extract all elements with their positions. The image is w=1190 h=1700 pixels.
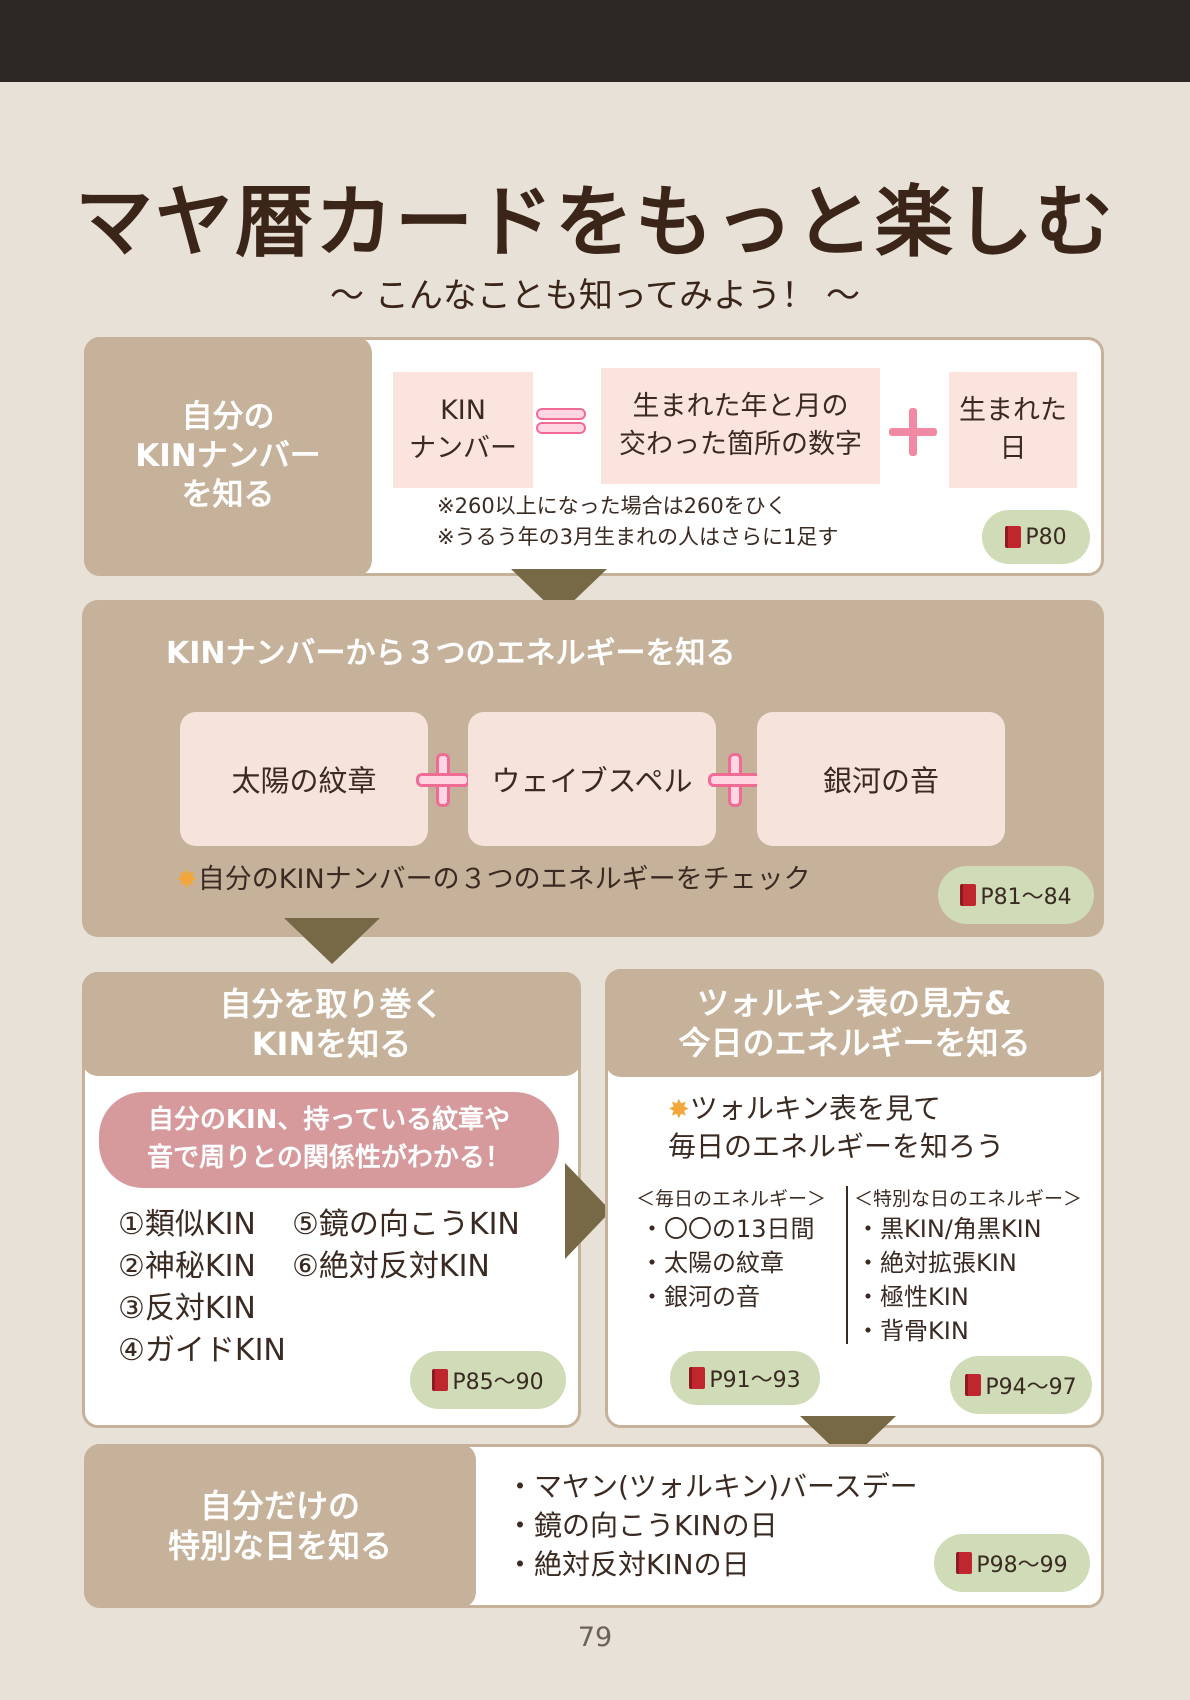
list-item: ④ガイドKIN	[118, 1333, 286, 1368]
energy-galactic-tone: 銀河の音	[757, 712, 1005, 846]
energy-check-text: 自分のKINナンバーの３つのエネルギーをチェック	[197, 864, 811, 895]
star-icon: ✸	[668, 1095, 690, 1125]
section-tzolkin-heading: ツォルキン表の見方& 今日のエネルギーを知る	[678, 984, 1031, 1062]
note-leap-year: ※うるう年の3月生まれの人はさらに1足す	[437, 525, 839, 549]
section-three-energies-heading: KINナンバーから３つのエネルギーを知る	[166, 636, 736, 671]
list-item: ・黒KIN/角黒KIN	[856, 1215, 1042, 1243]
page-ref-text: P85〜90	[452, 1370, 544, 1395]
note-over-260: ※260以上になった場合は260をひく	[437, 494, 787, 518]
relationship-banner: 自分のKIN、持っている紋章や 音で周りとの関係性がわかる！	[99, 1092, 559, 1188]
list-item: ⑥絶対反対KIN	[292, 1249, 490, 1284]
list-item: ・背骨KIN	[856, 1317, 969, 1346]
page-ref-p80: P80	[982, 510, 1090, 564]
list-item: ・〇〇の13日間	[640, 1215, 815, 1243]
page-ref-text: P80	[1025, 524, 1067, 550]
list-item: ・太陽の紋章	[640, 1249, 784, 1278]
book-icon	[960, 884, 977, 906]
list-item: ・極性KIN	[856, 1283, 969, 1312]
list-item: ⑤鏡の向こうKIN	[292, 1207, 520, 1242]
kin-list-col1: ①類似KIN ②神秘KIN ③反対KIN ④ガイドKIN	[118, 1204, 286, 1372]
list-item: ・銀河の音	[640, 1283, 760, 1312]
page-ref-text: P94〜97	[985, 1375, 1077, 1400]
plus-icon	[711, 756, 759, 804]
page-ref-p94-97: P94〜97	[950, 1356, 1092, 1414]
page-ref-p81-84: P81〜84	[938, 866, 1094, 924]
divider	[846, 1186, 848, 1344]
page-subtitle: 〜 こんなことも知ってみよう！ 〜	[330, 276, 860, 316]
birth-day-box: 生まれた 日	[949, 372, 1077, 488]
energy-solar-seal: 太陽の紋章	[180, 712, 428, 846]
star-icon: ✸	[176, 865, 198, 895]
book-icon	[965, 1374, 982, 1396]
section-surrounding-kin-header-bg	[82, 972, 581, 1076]
section-special-days-label: 自分だけの 特別な日を知る	[167, 1487, 392, 1565]
year-month-box: 生まれた年と月の 交わった箇所の数字	[601, 368, 880, 484]
section-tzolkin-header-bg	[605, 969, 1104, 1077]
special-energy-list: ・黒KIN/角黒KIN ・絶対拡張KIN ・極性KIN ・背骨KIN	[856, 1212, 1042, 1348]
list-item: ③反対KIN	[118, 1291, 256, 1326]
daily-energy-heading: ＜毎日のエネルギー＞	[636, 1188, 827, 1210]
energy-wavespell: ウェイブスペル	[468, 712, 716, 846]
kin-number-box: KIN ナンバー	[393, 372, 533, 488]
page-ref-text: P81〜84	[980, 885, 1072, 910]
list-item: ・絶対拡張KIN	[856, 1249, 1017, 1278]
list-item: ・マヤン(ツォルキン)バースデー	[506, 1470, 918, 1503]
page-ref-p98-99: P98〜99	[934, 1534, 1090, 1592]
top-bar	[0, 0, 1190, 82]
list-item: ・鏡の向こうKINの日	[506, 1509, 778, 1543]
kin-list-col2: ⑤鏡の向こうKIN ⑥絶対反対KIN	[292, 1204, 520, 1288]
equals-icon	[538, 408, 584, 434]
plus-icon	[419, 756, 467, 804]
special-days-list: ・マヤン(ツォルキン)バースデー ・鏡の向こうKINの日 ・絶対反対KINの日	[506, 1467, 918, 1585]
tzolkin-intro-text: ツォルキン表を見て 毎日のエネルギーを知ろう	[668, 1092, 1005, 1164]
book-icon	[956, 1552, 973, 1574]
list-item: ①類似KIN	[118, 1207, 256, 1242]
section-special-days-label-bg	[84, 1444, 476, 1608]
arrow-down-icon	[284, 918, 380, 964]
section-surrounding-kin-heading: 自分を取り巻く KINを知る	[219, 985, 444, 1063]
list-item: ②神秘KIN	[118, 1249, 256, 1284]
page-number: 79	[577, 1622, 613, 1653]
page-ref-p85-90: P85〜90	[410, 1351, 566, 1409]
book-icon	[432, 1369, 449, 1391]
arrow-right-icon	[565, 1163, 611, 1259]
tzolkin-intro: ✸ツォルキン表を見て 毎日のエネルギーを知ろう	[668, 1090, 1004, 1166]
special-energy-heading: ＜特別な日のエネルギー＞	[854, 1188, 1083, 1210]
energy-check-note: ✸自分のKINナンバーの３つのエネルギーをチェック	[176, 860, 811, 901]
page-ref-p91-93: P91〜93	[670, 1351, 820, 1405]
book-icon	[689, 1367, 706, 1389]
section-kin-number-label-bg	[84, 337, 372, 576]
page-ref-text: P98〜99	[976, 1553, 1068, 1578]
daily-energy-list: ・〇〇の13日間 ・太陽の紋章 ・銀河の音	[640, 1212, 815, 1314]
page-title: マヤ暦カードをもっと楽しむ	[74, 178, 1115, 268]
page-ref-text: P91〜93	[709, 1368, 801, 1393]
plus-icon	[889, 408, 937, 456]
list-item: ・絶対反対KINの日	[506, 1548, 750, 1582]
section-kin-number-label: 自分の KINナンバー を知る	[135, 399, 321, 513]
book-icon	[1005, 526, 1022, 548]
